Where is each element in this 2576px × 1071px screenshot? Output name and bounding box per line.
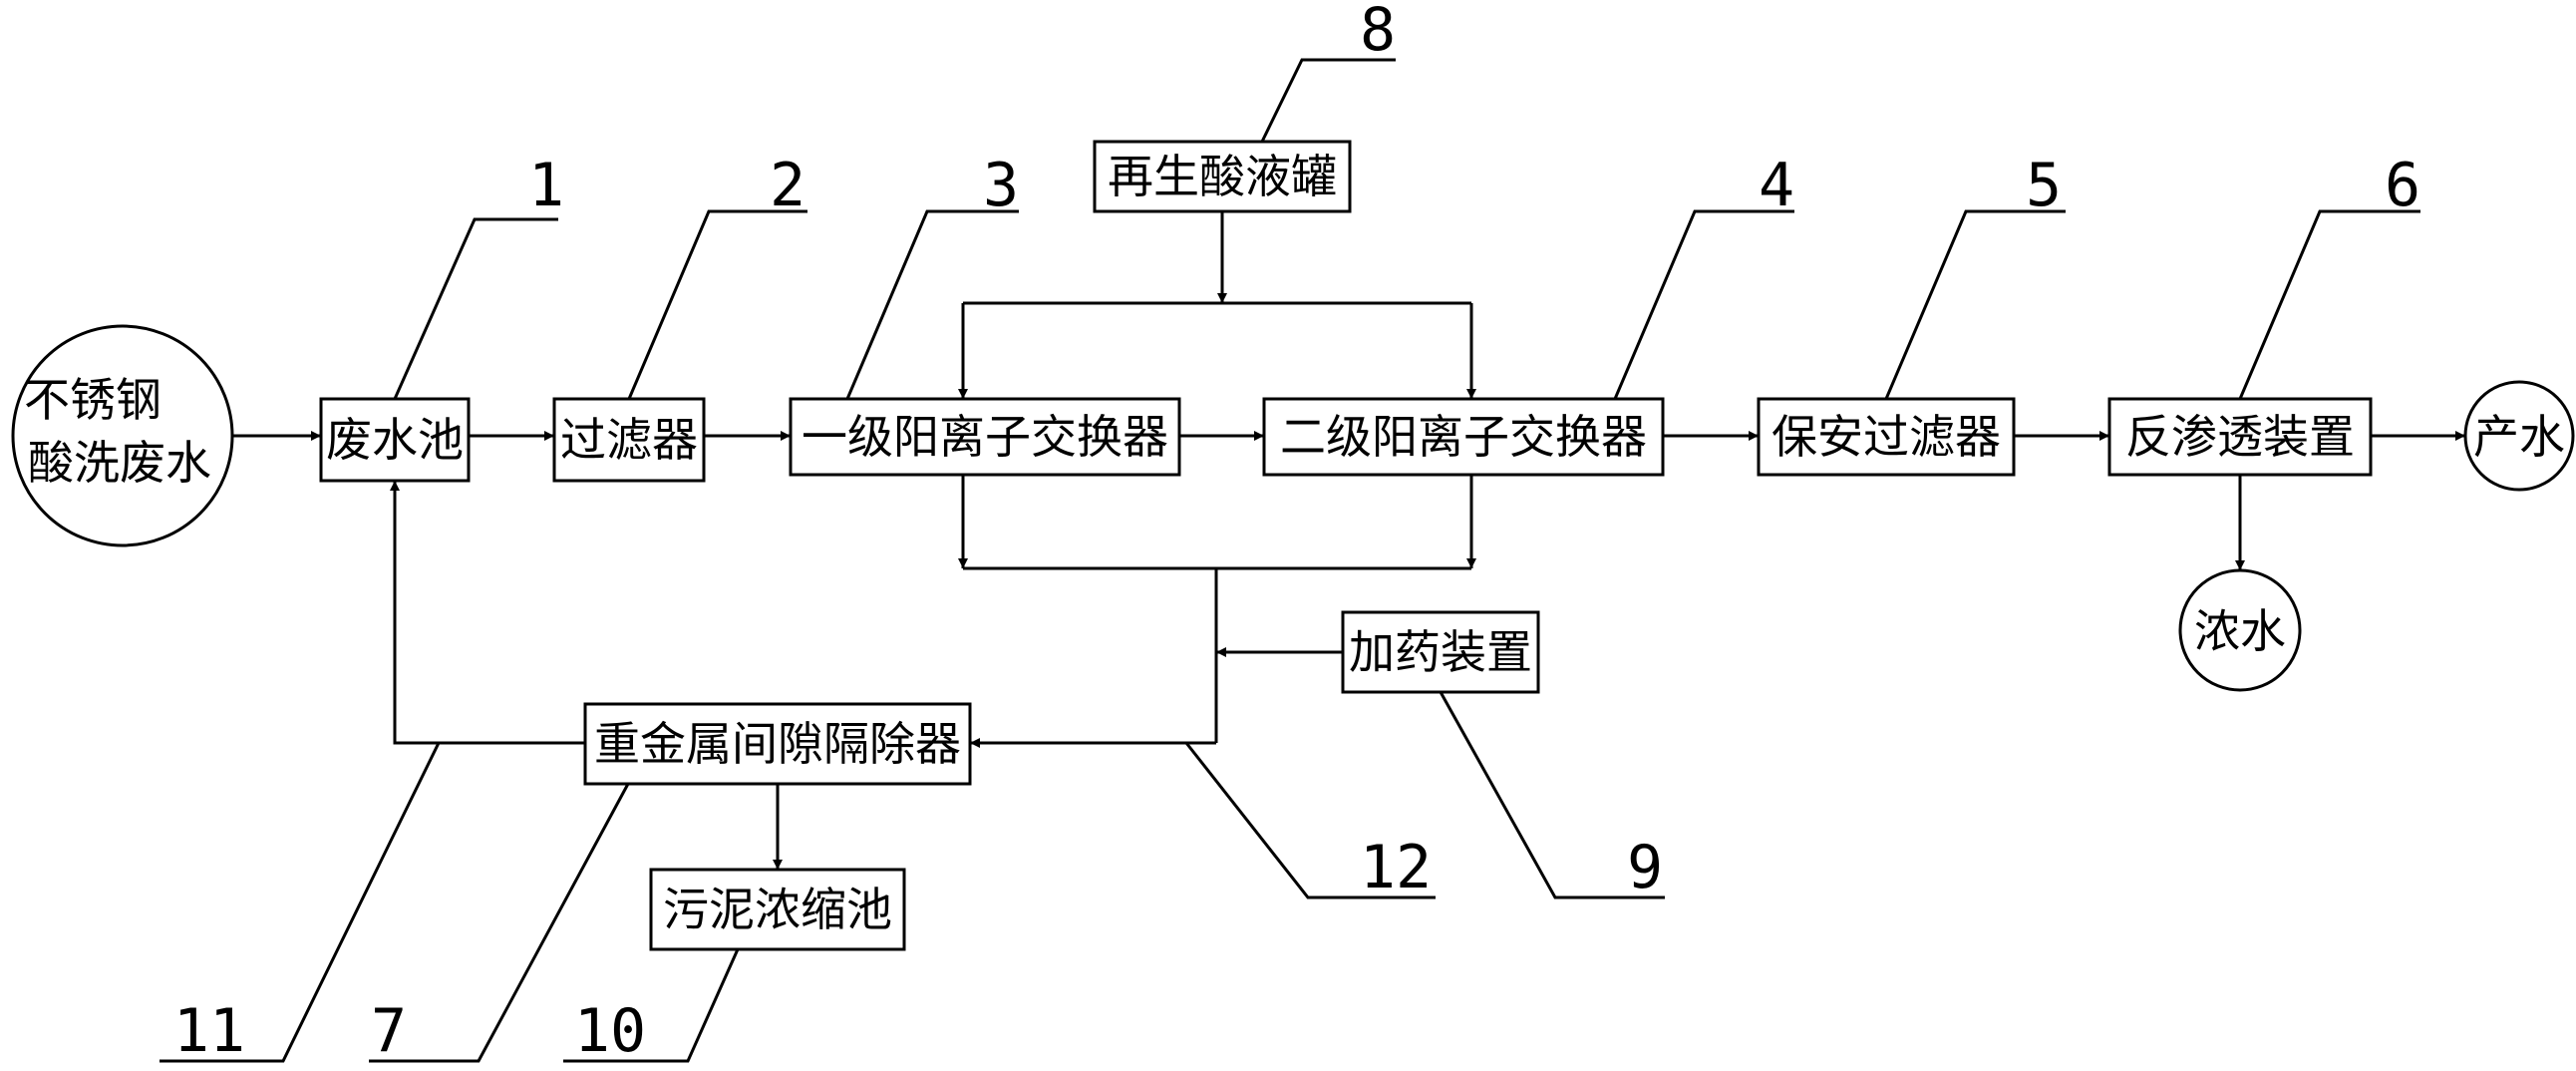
concentrate-label: 浓水 (2194, 604, 2286, 658)
callout-number-4: 4 (1759, 151, 1794, 220)
callout-number-9: 9 (1627, 833, 1663, 902)
callout-number-5: 5 (2026, 151, 2062, 220)
reverse-osmosis-label: 反渗透装置 (2125, 410, 2355, 464)
leader-8 (1260, 58, 1396, 143)
leader-6 (2238, 209, 2420, 400)
node-product-water: 产水 (2463, 380, 2575, 492)
node-source: 不锈钢 酸洗废水 (11, 324, 234, 547)
leader-10 (563, 948, 740, 1063)
leader-4 (1613, 209, 1794, 400)
leader-1 (393, 217, 558, 400)
node-reverse-osmosis: 反渗透装置 (2107, 397, 2373, 477)
cation-exchanger-1-label: 一级阳离子交换器 (802, 410, 1168, 464)
callout-number-12: 12 (1360, 833, 1432, 902)
node-dosing-device: 加药装置 (1341, 610, 1540, 694)
callout-number-7: 7 (371, 996, 407, 1066)
leader-2 (627, 209, 807, 400)
node-concentrate: 浓水 (2178, 568, 2302, 692)
source-label-line1: 不锈钢 (24, 373, 161, 427)
node-security-filter: 保安过滤器 (1757, 397, 2016, 477)
callout-number-8: 8 (1360, 0, 1396, 65)
leader-12 (1184, 742, 1436, 899)
leader-7 (369, 783, 630, 1063)
arrow-separator-return-to-waste-pool (390, 481, 585, 745)
acid-tank-box (1093, 140, 1352, 213)
sludge-tank-label: 污泥浓缩池 (663, 883, 892, 936)
security-filter-label: 保安过滤器 (1771, 410, 2001, 464)
callout-number-3: 3 (983, 151, 1019, 220)
leader-3 (845, 209, 1019, 400)
callout-numbers: 1 2 3 4 5 6 7 8 9 10 11 12 (173, 0, 2420, 1066)
sludge-tank-box (649, 868, 906, 951)
leader-11 (160, 742, 441, 1063)
filter-label: 过滤器 (560, 413, 698, 467)
source-label-line2: 酸洗废水 (28, 436, 211, 490)
callout-number-1: 1 (528, 151, 564, 220)
node-cation-exchanger-1: 一级阳离子交换器 (789, 397, 1181, 477)
dosing-device-box (1341, 610, 1540, 694)
node-acid-tank: 再生酸液罐 (1093, 140, 1352, 213)
product-water-label: 产水 (2473, 410, 2565, 464)
node-sludge-tank: 污泥浓缩池 (649, 868, 906, 951)
callout-leaders (160, 58, 2420, 1063)
cation-exchanger-2-label: 二级阳离子交换器 (1280, 410, 1647, 464)
callout-number-2: 2 (770, 151, 805, 220)
leader-9 (1439, 691, 1665, 899)
waste-pool-label: 废水池 (326, 413, 464, 467)
dosing-device-label: 加药装置 (1349, 625, 1532, 679)
node-filter: 过滤器 (552, 397, 706, 483)
node-waste-pool: 废水池 (319, 397, 471, 483)
acid-tank-label: 再生酸液罐 (1108, 150, 1337, 203)
node-cation-exchanger-2: 二级阳离子交换器 (1262, 397, 1665, 477)
leader-5 (1884, 209, 2066, 400)
heavy-metal-separator-label: 重金属间隙隔除器 (594, 717, 961, 771)
waste-pool-box (319, 397, 471, 483)
cation-exchanger-1-box (789, 397, 1181, 477)
cation-exchanger-2-box (1262, 397, 1665, 477)
flow-lines (232, 211, 2465, 870)
callout-number-6: 6 (2385, 151, 2420, 220)
callout-number-11: 11 (173, 996, 245, 1066)
callout-number-10: 10 (574, 996, 646, 1066)
node-heavy-metal-separator: 重金属间隙隔除器 (583, 702, 972, 786)
